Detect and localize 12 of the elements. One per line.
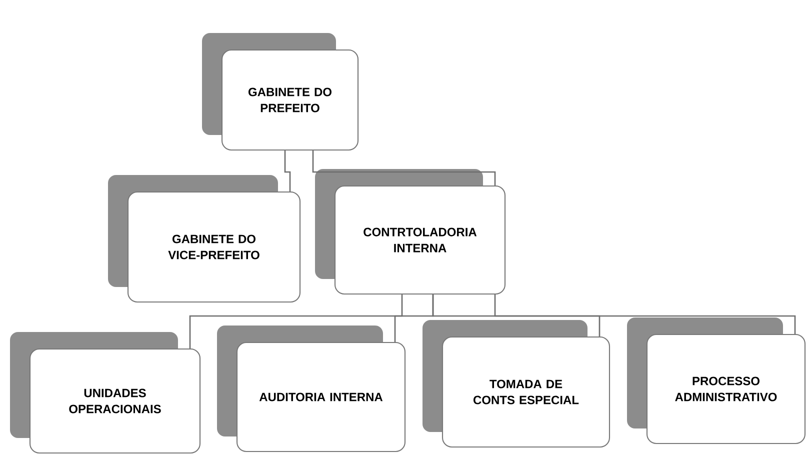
connector-line — [284, 150, 291, 192]
org-box: TOMADA DE CONTS ESPECIAL — [422, 320, 610, 448]
org-box: UNIDADES OPERACIONAIS — [10, 332, 201, 454]
org-box: GABINETE DO VICE-PREFEITO — [108, 175, 301, 303]
org-box: CONTRTOLADORIA INTERNA — [315, 169, 506, 295]
org-box: AUDITORIA INTERNA — [217, 326, 406, 452]
org-box: GABINETE DO PREFEITO — [202, 33, 359, 151]
connector-line — [312, 150, 496, 186]
connector-line — [432, 294, 796, 334]
connector-line — [494, 294, 600, 336]
connector-line — [189, 294, 403, 348]
org-box: PROCESSO ADMINISTRATIVO — [627, 318, 806, 444]
